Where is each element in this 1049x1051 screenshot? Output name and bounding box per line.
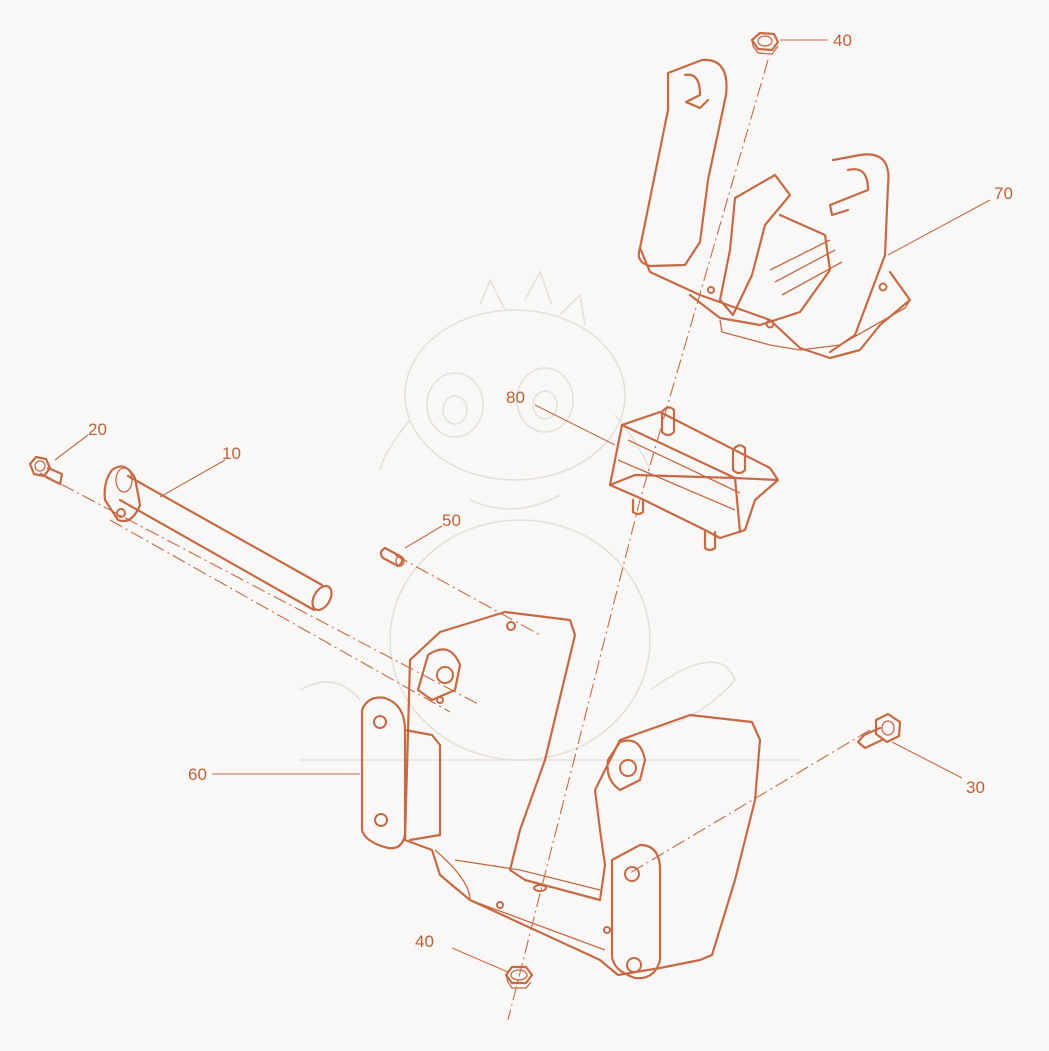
callout-40-top: 40 — [833, 31, 852, 50]
leader-30 — [891, 741, 963, 779]
part-40-top-nut — [750, 31, 780, 55]
leader-50 — [404, 525, 443, 549]
axis-pin-50 — [394, 554, 541, 636]
callout-leaders — [54, 39, 991, 973]
assembly-axes — [39, 59, 871, 1021]
part-80-isolator — [608, 406, 780, 552]
dragon-watermark — [299, 270, 800, 761]
leader-80 — [534, 404, 616, 446]
axis-vertical — [507, 59, 769, 1021]
callout-70: 70 — [994, 184, 1013, 203]
leader-20 — [54, 434, 89, 461]
leader-10 — [159, 459, 226, 498]
callout-10: 10 — [222, 444, 241, 463]
callout-30: 30 — [966, 778, 985, 797]
axis-long-pin — [39, 472, 481, 706]
axis-bolt-30 — [629, 729, 871, 874]
part-60-lower-bracket — [360, 610, 762, 980]
part-70-upper-bracket — [637, 58, 912, 360]
callout-80: 80 — [506, 388, 525, 407]
callout-60: 60 — [188, 765, 207, 784]
part-40-bottom-nut — [504, 965, 534, 989]
part-30-bolt — [856, 712, 902, 750]
axis-pin-lower — [109, 519, 451, 713]
part-20-screw — [28, 455, 64, 486]
leader-70 — [887, 199, 991, 256]
leader-40-bottom — [451, 947, 509, 973]
part-50-small-pin — [379, 546, 405, 568]
callout-20: 20 — [88, 420, 107, 439]
callout-50: 50 — [442, 511, 461, 530]
part-10-long-pin — [103, 465, 333, 612]
callout-40-bottom: 40 — [415, 932, 434, 951]
